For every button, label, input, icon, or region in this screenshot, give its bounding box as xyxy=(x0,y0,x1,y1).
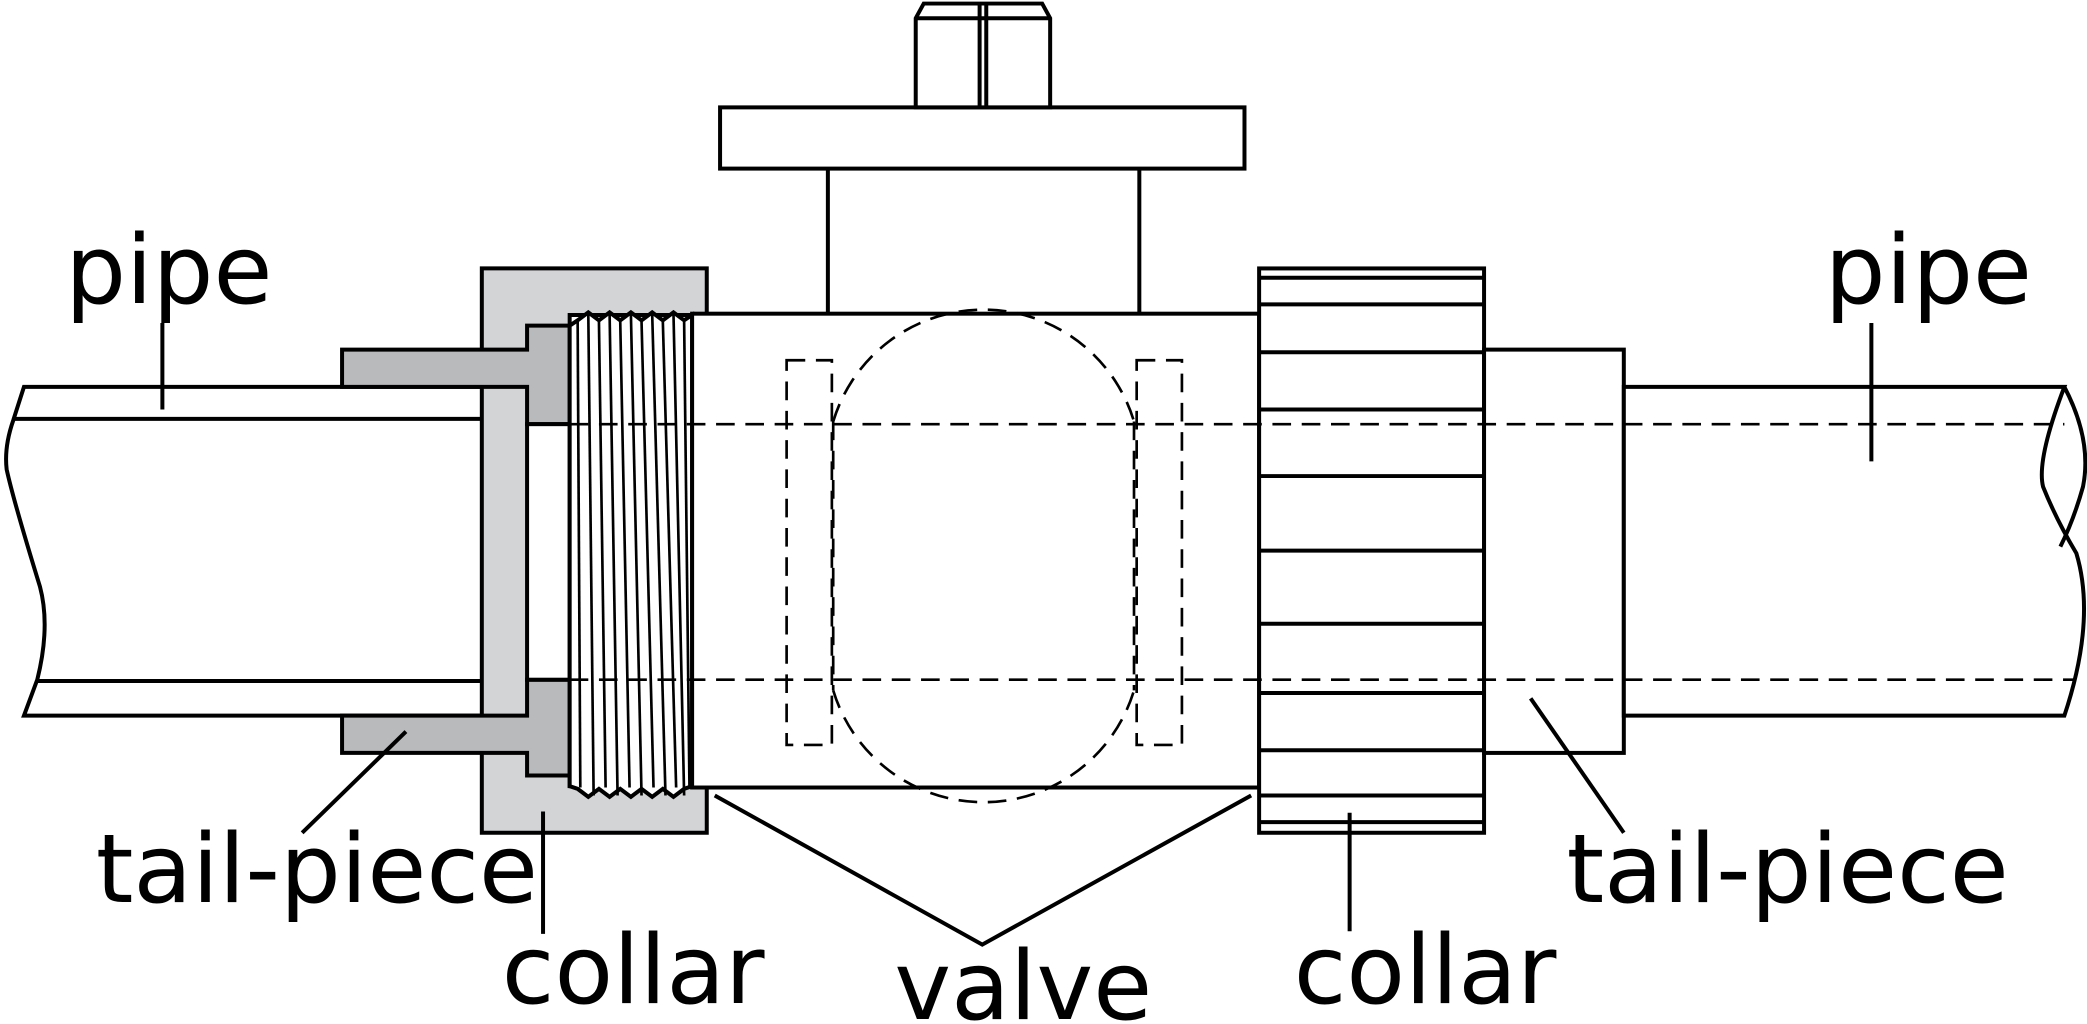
label-tailpiece-right: tail-piece xyxy=(1567,813,2009,925)
label-pipe-right: pipe xyxy=(1825,214,2032,326)
label-collar-left: collar xyxy=(502,914,765,1024)
label-tailpiece-left: tail-piece xyxy=(96,813,538,925)
label-collar-right: collar xyxy=(1294,914,1557,1024)
label-valve: valve xyxy=(894,930,1152,1024)
thread-section xyxy=(567,309,695,800)
right-collar xyxy=(1257,266,1487,835)
valve-ball-outline xyxy=(831,308,1136,422)
left-pipe xyxy=(4,384,530,718)
right-pipe xyxy=(1621,384,2087,718)
valve-seat-right xyxy=(1135,358,1184,747)
valve-body xyxy=(690,308,1262,804)
leader-lines xyxy=(160,322,1874,947)
valve-handle-assembly xyxy=(718,1,1247,314)
right-tail-piece xyxy=(1482,347,1626,755)
valve-handle xyxy=(718,105,1247,171)
label-pipe-left: pipe xyxy=(65,214,272,326)
